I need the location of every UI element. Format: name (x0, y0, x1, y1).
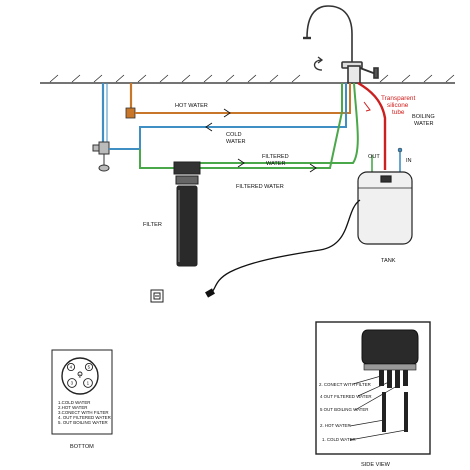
filtered-water-label-2: FILTERED WATER (236, 184, 284, 190)
bottom-legend-2: 2.HOT WATER (58, 405, 87, 410)
connector-3-label: 3 (71, 381, 74, 386)
power-plug-icon (205, 288, 215, 298)
side-label-out-boiling: 5 OUT BOILING WATER (320, 407, 368, 412)
bottom-legend-5: 5. OUT BOILING WATER (58, 420, 108, 425)
hot-inlet-pipe (125, 83, 136, 119)
in-label: IN (406, 158, 412, 164)
connector-1-label: 1 (87, 381, 90, 386)
bottom-legend-3: 3.CONECT WITH FILTER (58, 410, 109, 415)
cold-inlet-pipe (101, 83, 108, 145)
boiling-water-tube (357, 81, 387, 170)
cold-arrow-icon (205, 122, 213, 132)
connector-5-label: 5 (88, 365, 91, 370)
hot-arrow-icon (223, 108, 231, 118)
out-label: OUT (368, 154, 380, 160)
boiling-water-label-2: WATER (414, 121, 434, 127)
connector-2 (77, 371, 83, 377)
countertop (40, 74, 455, 84)
bottom-legend-4: 4. OUT FILTERED WATER (58, 415, 111, 420)
side-view-title: SIDE VIEW (361, 462, 391, 468)
connector-1 (83, 378, 93, 388)
filter-cartridge-icon (173, 161, 201, 267)
bottom-title: BOTTOM (70, 444, 94, 450)
connector-4 (66, 362, 76, 372)
filtered-water-label-1b: WATER (266, 161, 286, 167)
transparent-tube-pointer (363, 101, 371, 112)
filtered-water-line (139, 82, 359, 169)
connector-2-label: 2 (79, 374, 82, 379)
side-label-connect-filter: 2. CONECT WITH FILTER (319, 382, 371, 387)
side-view-panel: 2. CONECT WITH FILTER 4 OUT FILTERED WAT… (315, 321, 431, 455)
cold-water-label-1: COLD (226, 132, 242, 138)
side-label-out-filtered: 4 OUT FILTERED WATER (320, 394, 372, 399)
bottom-legend-1: 1.COLD WATER (58, 400, 90, 405)
connector-4-label: 4 (70, 365, 73, 370)
power-cord (211, 199, 361, 293)
bottom-view-panel: 4 5 3 2 1 1.COLD WATER 2.HOT WATER 3.CON… (51, 349, 113, 435)
tank-label: TANK (381, 258, 396, 264)
filtered-water-label-1a: FILTERED (262, 154, 289, 160)
connector-3 (67, 378, 77, 388)
cold-water-label-2: WATER (226, 139, 246, 145)
filtered-arrow-icon (237, 158, 245, 168)
boiler-tank-icon (357, 171, 413, 245)
filter-label: FILTER (143, 222, 162, 228)
transparent-tube-label-3: tube (392, 109, 405, 116)
transparent-tube-label-2: silicone (387, 102, 409, 109)
filtered-arrow-icon-2 (309, 163, 317, 173)
hot-water-line (135, 83, 351, 114)
cold-water-line (109, 83, 347, 150)
rotation-arrow-icon (313, 56, 324, 71)
cold-angle-valve (92, 141, 110, 172)
connector-5 (84, 362, 94, 372)
side-label-cold: 1. COLD WATER (322, 437, 356, 442)
boiling-water-label-1: BOILING (412, 114, 435, 120)
transparent-tube-label-1: Transparent (381, 95, 415, 102)
wall-socket-icon (150, 289, 164, 303)
side-label-hot: 2. HOT WATER (320, 423, 351, 428)
faucet-icon (303, 5, 379, 84)
hot-water-label: HOT WATER (175, 103, 208, 109)
